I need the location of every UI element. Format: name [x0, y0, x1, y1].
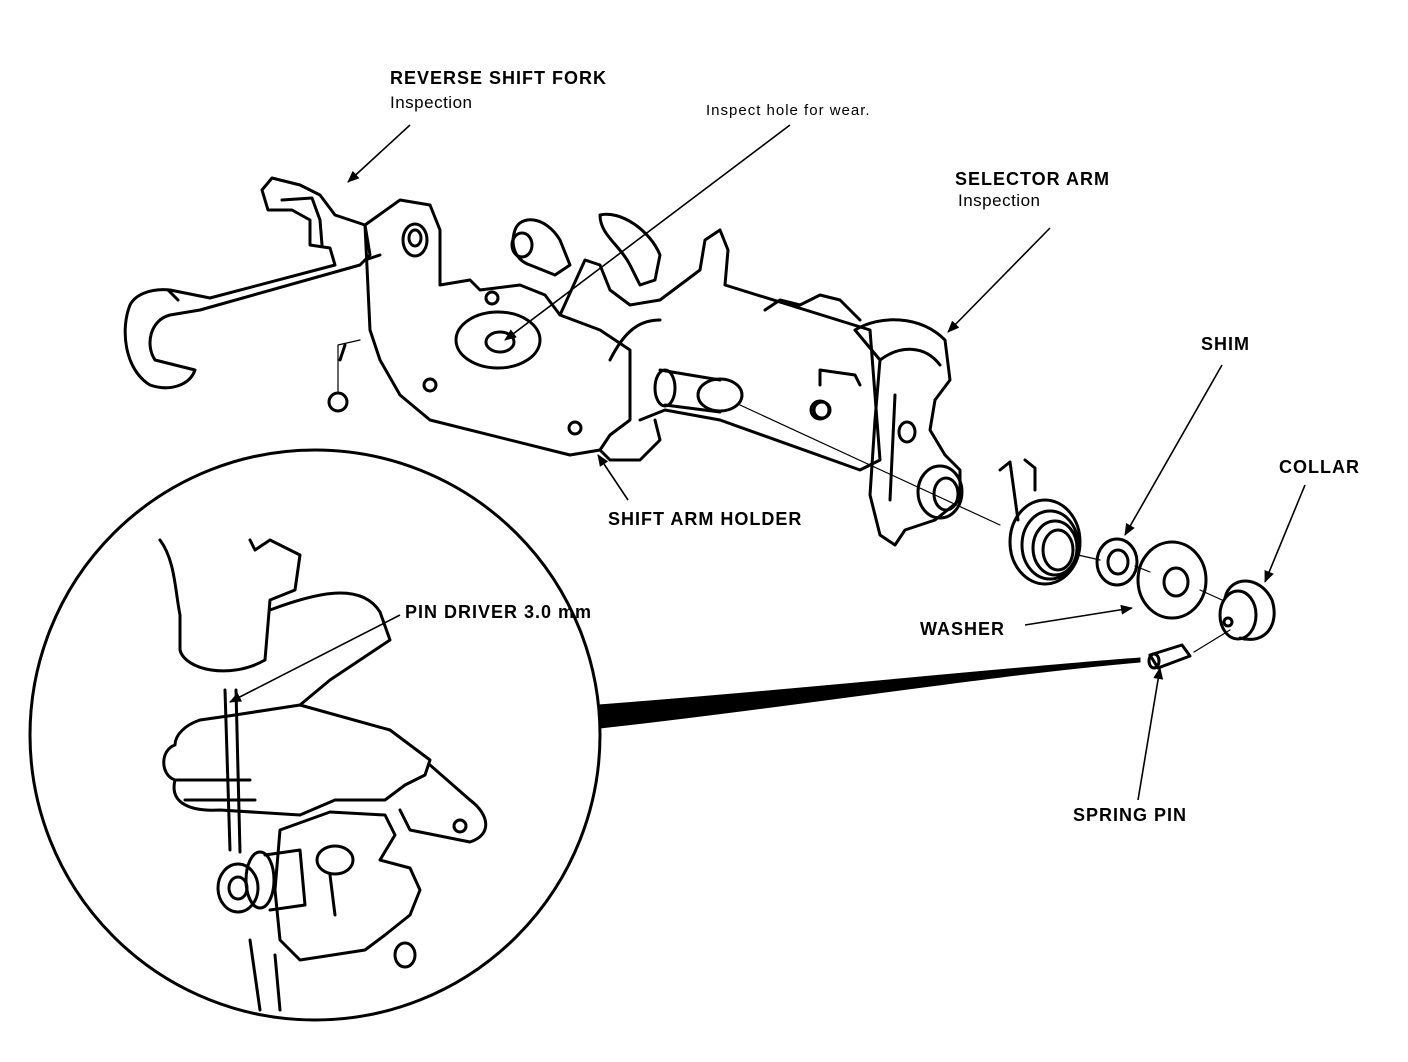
inspect-hole-label: Inspect hole for wear. — [706, 102, 871, 119]
inset-pointer — [597, 657, 1141, 729]
shaft-housing — [510, 212, 882, 472]
collar — [1218, 579, 1276, 641]
pin-driver-inset — [28, 448, 602, 1022]
collar-label: COLLAR — [1279, 457, 1360, 477]
selector-arm — [853, 318, 964, 547]
reverse-shift-fork-label: REVERSE SHIFT FORK — [390, 68, 608, 88]
leader-collar — [1264, 484, 1306, 583]
reverse-shift-fork — [123, 176, 372, 390]
shift-arm-holder-label: SHIFT ARM HOLDER — [608, 509, 803, 529]
reverse-shift-fork-note: Inspection — [390, 93, 473, 112]
selector-arm-note: Inspection — [958, 191, 1041, 210]
washer — [1136, 540, 1208, 620]
detent-ball-right — [809, 399, 831, 421]
spring-pin-label: SPRING PIN — [1073, 805, 1188, 825]
leader-selector-arm — [947, 227, 1051, 333]
shim-label: SHIM — [1201, 334, 1250, 354]
pin-driver-label: PIN DRIVER 3.0 mm — [405, 602, 593, 622]
selector-arm-label: SELECTOR ARM — [955, 169, 1111, 189]
shim — [1095, 537, 1139, 587]
leader-inspect-hole — [504, 124, 791, 341]
leader-reverse-shift-fork — [347, 124, 411, 183]
leader-spring-pin — [1137, 667, 1164, 801]
leader-pin-driver — [229, 614, 401, 703]
return-spring — [998, 458, 1082, 586]
washer-label: WASHER — [920, 619, 1006, 639]
detent-ball-left — [327, 391, 349, 413]
shift-arm-holder — [338, 198, 662, 462]
leader-shim — [1124, 364, 1223, 536]
leader-washer — [1024, 604, 1133, 626]
spring-pin — [1147, 643, 1192, 670]
leader-shift-arm-holder — [597, 454, 629, 501]
